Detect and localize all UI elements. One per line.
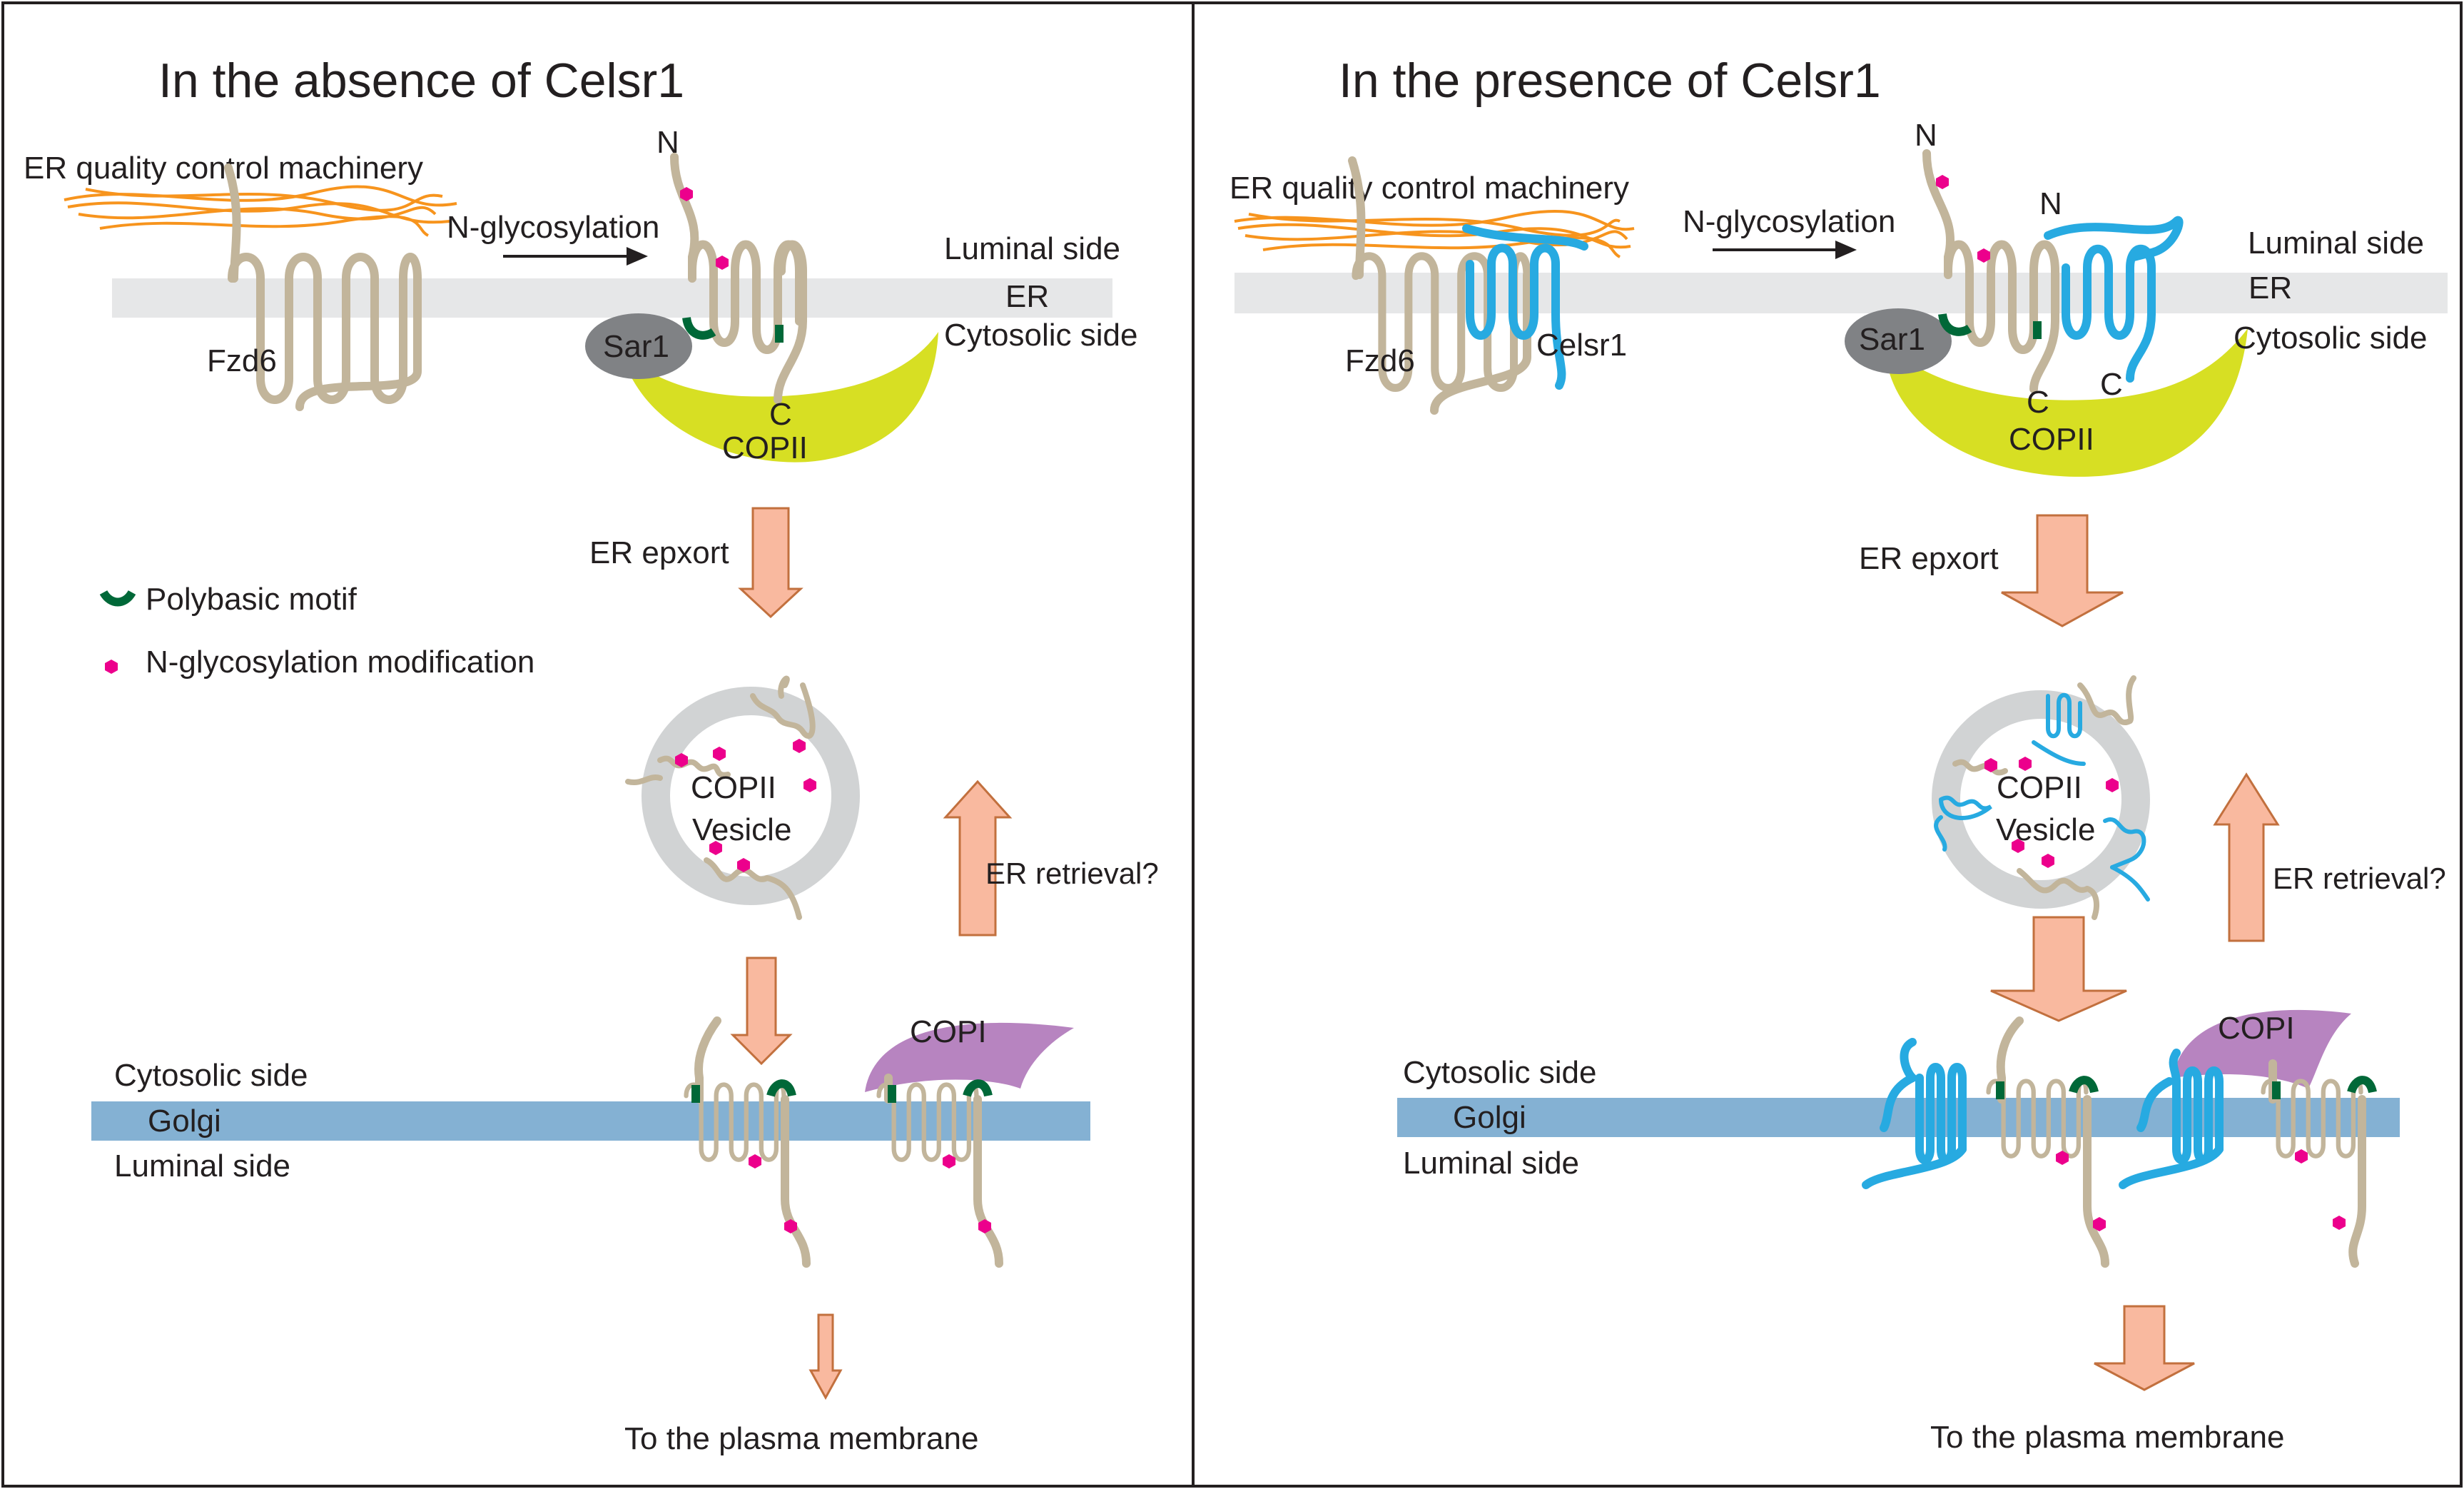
left-polybasic-motif-er (682, 316, 716, 340)
right-golgi-label: Golgi (1453, 1100, 1526, 1135)
right-vesicle-glyco-5 (2042, 854, 2054, 868)
right-golgi-luminal-label: Luminal side (1403, 1146, 1579, 1181)
right-celsr1-er-exit (2044, 216, 2184, 383)
left-vesicle-glyco-4 (803, 778, 816, 792)
right-golgi-membrane (1397, 1098, 2400, 1137)
right-to-pm-arrow (2094, 1305, 2195, 1391)
right-n-terminus-2: N (2039, 186, 2062, 221)
right-celsr1-receptor (1462, 224, 1588, 390)
left-copi-coat (865, 1022, 1074, 1092)
right-cytosolic-label: Cytosolic side (2234, 320, 2427, 355)
right-copii-coat (1884, 328, 2248, 477)
left-fzd6-label: Fzd6 (207, 343, 277, 378)
right-polybasic-er (1938, 313, 1972, 336)
right-er-export-arrow (2001, 514, 2124, 627)
left-vesicle-glyco-2 (713, 747, 726, 761)
right-er-qc-label: ER quality control machinery (1230, 171, 1629, 206)
right-glyco-dot-1 (1936, 175, 1949, 189)
right-nglyco-label: N-glycosylation (1683, 204, 1895, 239)
right-vesicle-label-1: COPII (1997, 770, 2082, 805)
left-panel: In the absence of Celsr1 ER quality cont… (24, 54, 1159, 1456)
left-panel-title: In the absence of Celsr1 (158, 54, 684, 108)
right-vesicle-cargo-celsr1 (1934, 692, 2150, 902)
left-er-export-label: ER epxort (589, 535, 729, 570)
left-copii-label: COPII (722, 430, 808, 465)
left-er-retrieval-label: ER retrieval? (985, 857, 1159, 890)
left-to-golgi-arrow (730, 957, 793, 1066)
left-golgi-luminal-label: Luminal side (114, 1149, 290, 1183)
right-celsr1-golgi-2 (2119, 1049, 2224, 1189)
legend-glyco-icon (105, 660, 118, 674)
left-er-export-arrow (738, 507, 803, 619)
left-er-membrane (112, 278, 1112, 318)
left-to-pm-label: To the plasma membrane (624, 1421, 978, 1456)
left-polybasic-golgi-2b (963, 1079, 993, 1097)
left-golgi-glyco-1 (749, 1154, 761, 1169)
right-n-terminus-1: N (1915, 118, 1937, 153)
left-sar1-label: Sar1 (603, 329, 669, 364)
right-celsr1-golgi-1 (1862, 1038, 1967, 1189)
right-sar1-label: Sar1 (1859, 322, 1925, 357)
right-copi-label: COPI (2218, 1011, 2295, 1046)
right-c-terminus-2: C (2100, 367, 2123, 402)
right-er-qc-fibers (1234, 210, 1635, 258)
right-vesicle-label-2: Vesicle (1996, 812, 2095, 847)
left-to-pm-arrow (808, 1313, 843, 1400)
left-er-qc-fibers (64, 185, 457, 237)
right-vesicle-glyco-3 (2106, 778, 2119, 792)
right-golgi-cytosolic-label: Cytosolic side (1403, 1055, 1596, 1090)
right-luminal-label: Luminal side (2248, 226, 2424, 261)
left-nglyco-arrowhead (627, 247, 648, 266)
left-cytosolic-label: Cytosolic side (944, 318, 1137, 353)
left-vesicle-cargo (625, 675, 816, 920)
right-to-pm-label: To the plasma membrane (1930, 1420, 2284, 1455)
right-fzd6-er-exit (1922, 149, 2059, 393)
right-er-export-label: ER epxort (1859, 541, 1999, 576)
left-vesicle-label-1: COPII (691, 770, 776, 805)
legend-polybasic-label: Polybasic motif (146, 582, 358, 617)
legend-glyco-label: N-glycosylation modification (146, 645, 534, 680)
left-copi-label: COPI (910, 1014, 987, 1049)
right-nglyco-arrowhead (1835, 241, 1857, 259)
right-celsr1-label: Celsr1 (1536, 328, 1627, 363)
right-fzd6-label: Fzd6 (1345, 343, 1415, 378)
right-copii-label: COPII (2009, 422, 2094, 457)
right-fzd6-receptor (1348, 156, 1531, 415)
right-polybasic-golgi-1b (2069, 1076, 2099, 1094)
right-fzd6-golgi-1 (1989, 1016, 2109, 1268)
right-panel: In the presence of Celsr1 ER quality con… (1230, 54, 2448, 1455)
left-n-terminus: N (656, 125, 679, 160)
legend-polybasic-icon (99, 590, 136, 607)
left-er-qc-label: ER quality control machinery (24, 151, 423, 186)
right-c-terminus-1: C (2027, 385, 2049, 420)
right-er-label: ER (2248, 271, 2292, 306)
right-vesicle-cargo-fzd6 (1952, 675, 2136, 920)
right-er-retrieval-label: ER retrieval? (2273, 862, 2446, 895)
right-panel-title: In the presence of Celsr1 (1339, 54, 1881, 108)
left-er-label: ER (1005, 279, 1049, 314)
left-er-retrieval-arrow (943, 779, 1013, 937)
right-to-golgi-arrow (1990, 916, 2127, 1022)
left-sar1 (585, 313, 692, 379)
right-er-retrieval-arrow (2213, 772, 2280, 942)
left-polybasic-golgi-1b (766, 1079, 796, 1097)
left-c-terminus: C (769, 397, 792, 432)
left-copii-vesicle (642, 687, 860, 905)
left-vesicle-glyco-3 (793, 739, 806, 753)
right-sar1 (1845, 308, 1952, 374)
left-golgi-label: Golgi (148, 1104, 221, 1139)
left-vesicle-label-2: Vesicle (692, 812, 791, 847)
left-golgi-cytosolic-label: Cytosolic side (114, 1058, 308, 1093)
left-luminal-label: Luminal side (944, 231, 1120, 266)
left-fzd6-er-exit (670, 153, 807, 404)
right-polybasic-golgi-2b (2347, 1076, 2377, 1094)
right-golgi-glyco-3 (2295, 1149, 2308, 1164)
left-nglyco-label: N-glycosylation (447, 210, 659, 245)
right-vesicle-glyco-2 (2019, 757, 2032, 771)
right-golgi-glyco-4 (2333, 1216, 2346, 1230)
left-fzd6-receptor (224, 163, 422, 411)
